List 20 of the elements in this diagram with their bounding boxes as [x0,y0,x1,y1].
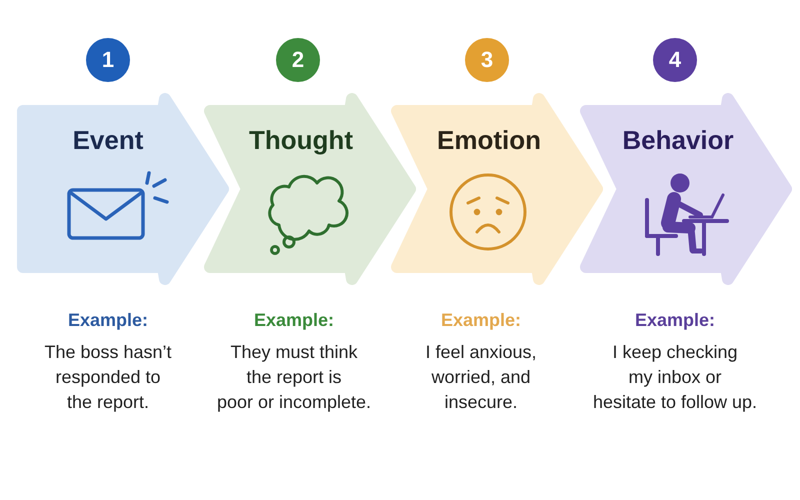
chevron-step [17,93,229,285]
example-heading: Example: [254,309,334,332]
step-title: Behavior [622,124,734,156]
step-number: 1 [86,38,130,82]
chevron-step [580,93,792,285]
step-number: 4 [653,38,697,82]
example-text: The boss hasn’t responded to the report. [44,341,172,414]
step-number: 2 [276,38,320,82]
step-title: Event [72,124,144,156]
example-text: I feel anxious, worried, and insecure. [425,341,537,414]
example-text: I keep checking my inbox or hesitate to follow up. [592,341,758,414]
step-number: 3 [465,38,509,82]
example-heading: Example: [634,309,716,332]
example-heading: Example: [440,309,522,332]
example-text: They must think the report is poor or incomplete. [216,341,372,414]
chevron-step [391,93,603,285]
chevron-step [204,93,416,285]
step-title: Emotion [437,124,541,156]
example-heading: Example: [68,309,148,332]
step-title: Thought [249,124,353,156]
